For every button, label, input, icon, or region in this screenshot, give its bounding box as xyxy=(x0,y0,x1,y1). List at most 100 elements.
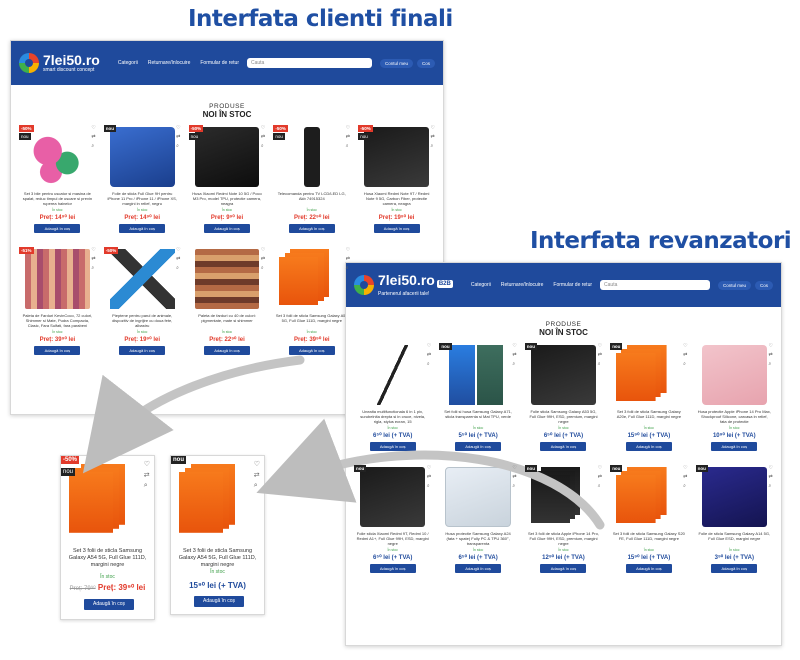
compare-icon[interactable]: ⇄ xyxy=(512,352,517,358)
compare-icon[interactable]: ⇄ xyxy=(597,352,602,358)
nav-returns[interactable]: Returnare/Inlocuire xyxy=(147,60,191,66)
heart-icon[interactable]: ♡ xyxy=(426,343,432,349)
zoom-icon[interactable]: ⌕ xyxy=(176,143,179,149)
product-image[interactable] xyxy=(109,249,175,309)
compare-icon[interactable]: ⇄ xyxy=(683,474,688,480)
product-image[interactable] xyxy=(69,464,143,540)
compare-icon[interactable]: ⇄ xyxy=(426,474,432,480)
compare-icon[interactable]: ⇄ xyxy=(91,134,96,140)
product-name[interactable]: Unealta multifunctionala 6 in 1 pix, sur… xyxy=(360,409,426,424)
product-name[interactable]: Set 3 bile pentru uscator si masina de s… xyxy=(22,191,93,206)
zoom-icon[interactable]: ⌕ xyxy=(683,361,686,367)
compare-icon[interactable]: ⇄ xyxy=(768,474,773,480)
product-image[interactable] xyxy=(179,464,253,540)
add-to-cart-button[interactable]: Adaugă în coș xyxy=(84,599,134,610)
product-image[interactable] xyxy=(530,345,597,405)
product-name[interactable]: Paleta de Farduri KevinCoco, 72 culori, … xyxy=(22,313,93,328)
zoom-icon[interactable]: ⌕ xyxy=(345,265,349,271)
heart-icon[interactable]: ♡ xyxy=(430,125,435,131)
add-to-cart-button[interactable]: Adaugă în coș xyxy=(288,346,335,355)
zoom-icon[interactable]: ⌕ xyxy=(768,361,772,367)
product-name[interactable]: Folie sticla Samsung Galaxy A53 5G, Full… xyxy=(529,409,598,424)
product-image[interactable] xyxy=(701,467,767,527)
add-to-cart-button[interactable]: Adaugă în coș xyxy=(711,442,758,451)
heart-icon[interactable]: ♡ xyxy=(345,125,351,131)
search-input[interactable]: Cauta xyxy=(247,58,372,68)
add-to-cart-button[interactable]: Adaugă în coș xyxy=(625,564,672,573)
add-to-cart-button[interactable]: Adaugă în coș xyxy=(369,442,416,451)
add-to-cart-button[interactable]: Adaugă în coș xyxy=(119,224,166,233)
compare-icon[interactable]: ⇄ xyxy=(253,472,260,479)
compare-icon[interactable]: ⇄ xyxy=(512,474,517,480)
product-name[interactable]: Folie de sticla Full Glue 9H pentru iPho… xyxy=(107,191,177,206)
heart-icon[interactable]: ♡ xyxy=(176,247,181,253)
product-image[interactable] xyxy=(194,249,260,309)
product-image[interactable] xyxy=(279,249,345,309)
product-image[interactable] xyxy=(530,467,597,527)
zoom-icon[interactable]: ⌕ xyxy=(260,143,264,149)
add-to-cart-button[interactable]: Adaugă în coș xyxy=(711,564,758,573)
product-image[interactable] xyxy=(616,345,682,405)
compare-icon[interactable]: ⇄ xyxy=(260,134,266,140)
heart-icon[interactable]: ♡ xyxy=(143,461,150,468)
product-name[interactable]: Set folii si husa Samsung Galaxy A71, st… xyxy=(444,409,512,419)
zoom-icon[interactable]: ⌕ xyxy=(91,143,95,149)
product-name[interactable]: Set 3 folii de sticla Samsung Galaxy A54… xyxy=(68,548,147,568)
product-image[interactable] xyxy=(25,249,90,309)
product-image[interactable] xyxy=(364,127,429,187)
product-image[interactable] xyxy=(25,127,90,187)
product-name[interactable]: Set 3 folii de sticla Samsung Galaxy A20… xyxy=(616,409,682,419)
compare-icon[interactable]: ⇄ xyxy=(683,352,688,358)
product-name[interactable]: Folie de sticla Samsung Galaxy A14 5G, F… xyxy=(698,531,771,541)
product-name[interactable]: Telecomanda pentru TV LCD/LED LG, Akb 74… xyxy=(277,191,346,201)
nav-return-form[interactable]: Formular de retur xyxy=(553,282,593,288)
zoom-icon[interactable]: ⌕ xyxy=(597,361,601,367)
zoom-icon[interactable]: ⌕ xyxy=(683,483,686,489)
add-to-cart-button[interactable]: Adaugă în coș xyxy=(288,224,335,233)
heart-icon[interactable]: ♡ xyxy=(768,343,773,349)
zoom-icon[interactable]: ⌕ xyxy=(768,483,772,489)
zoom-icon[interactable]: ⌕ xyxy=(597,483,601,489)
heart-icon[interactable]: ♡ xyxy=(91,247,96,253)
product-image[interactable] xyxy=(445,345,511,405)
heart-icon[interactable]: ♡ xyxy=(683,343,688,349)
heart-icon[interactable]: ♡ xyxy=(597,343,603,349)
account-button[interactable]: Contul meu xyxy=(717,280,751,290)
zoom-icon[interactable]: ⌕ xyxy=(345,143,349,149)
compare-icon[interactable]: ⇄ xyxy=(143,472,150,479)
product-image[interactable] xyxy=(445,467,511,527)
add-to-cart-button[interactable]: Adaugă în coș xyxy=(369,564,416,573)
heart-icon[interactable]: ♡ xyxy=(597,465,603,471)
product-name[interactable]: Folie sticla Xiaomi Redmi 9T, Redmi 10 /… xyxy=(356,531,429,546)
compare-icon[interactable]: ⇄ xyxy=(345,256,350,262)
nav-categories[interactable]: Categorii xyxy=(117,60,138,66)
compare-icon[interactable]: ⇄ xyxy=(768,352,773,358)
product-image[interactable] xyxy=(701,345,767,405)
compare-icon[interactable]: ⇄ xyxy=(426,352,432,358)
product-name[interactable]: Husa Xiaomi Redmi Note 9T / Redmi Note 9… xyxy=(363,191,430,206)
compare-icon[interactable]: ⇄ xyxy=(260,256,266,262)
zoom-icon[interactable]: ⌕ xyxy=(512,483,516,489)
account-button[interactable]: Contul meu xyxy=(379,58,413,68)
heart-icon[interactable]: ♡ xyxy=(176,125,181,131)
add-to-cart-button[interactable]: Adaugă în coș xyxy=(194,596,244,607)
nav-returns[interactable]: Returnare/Inlocuire xyxy=(500,282,544,288)
product-image[interactable] xyxy=(109,127,175,187)
cart-button[interactable]: Cos xyxy=(416,58,435,68)
add-to-cart-button[interactable]: Adaugă în coș xyxy=(540,442,587,451)
compare-icon[interactable]: ⇄ xyxy=(176,134,181,140)
search-input[interactable]: Cauta xyxy=(600,280,710,290)
product-image[interactable] xyxy=(194,127,260,187)
compare-icon[interactable]: ⇄ xyxy=(345,134,350,140)
product-name[interactable]: Pieptene pentru parul de animale, dispoz… xyxy=(112,313,173,328)
add-to-cart-button[interactable]: Adaugă în coș xyxy=(203,346,250,355)
zoom-icon[interactable]: ⌕ xyxy=(426,361,430,367)
add-to-cart-button[interactable]: Adaugă în coș xyxy=(34,346,81,355)
product-image[interactable] xyxy=(360,345,426,405)
zoom-icon[interactable]: ⌕ xyxy=(430,143,434,149)
heart-icon[interactable]: ♡ xyxy=(345,247,351,253)
zoom-icon[interactable]: ⌕ xyxy=(260,265,264,271)
product-name[interactable]: Set 3 folii de sticla Apple iPhone 14 Pr… xyxy=(528,531,599,546)
heart-icon[interactable]: ♡ xyxy=(426,465,432,471)
product-name[interactable]: Husa protectie Samsung Galaxy A24 (fata … xyxy=(445,531,511,546)
